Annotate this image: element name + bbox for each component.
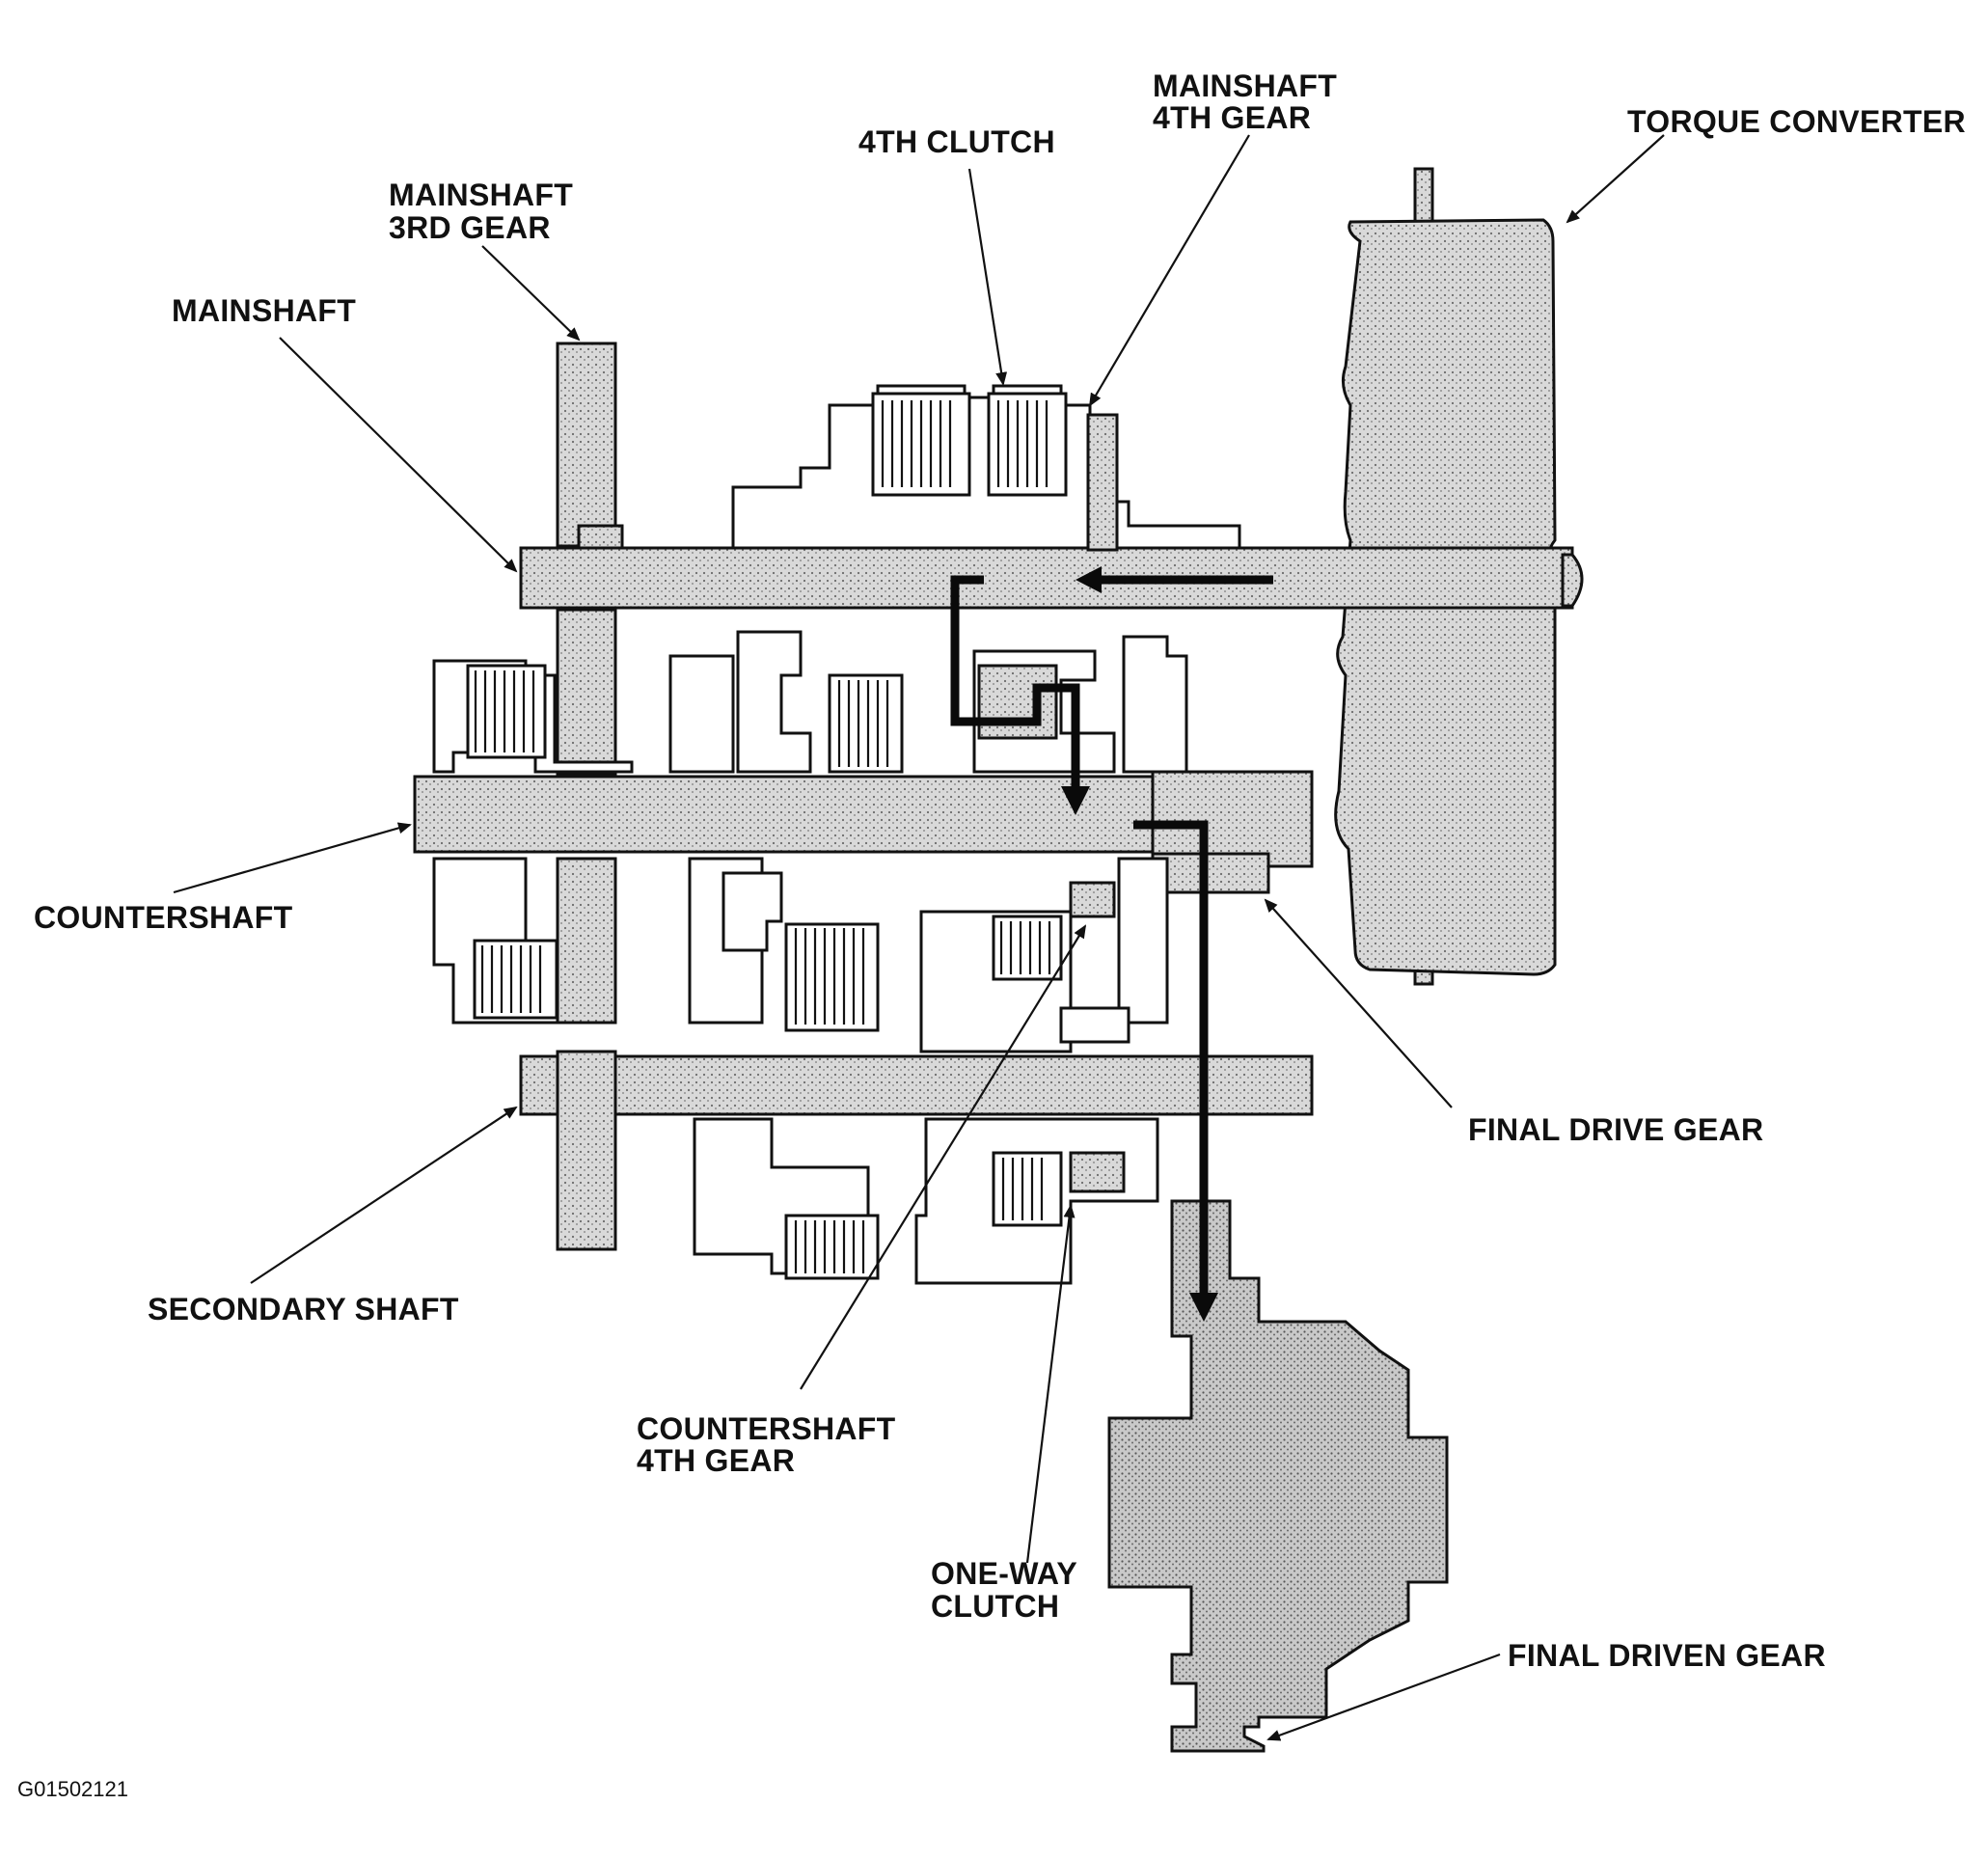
label-mainshaft-4th-gear-line1: MAINSHAFT xyxy=(1153,68,1337,103)
leader-4th-clutch xyxy=(967,168,1008,386)
mainshaft-upper-assembly xyxy=(731,384,1241,552)
label-one-way-clutch: ONE-WAY CLUTCH xyxy=(931,1556,1086,1624)
countershaft-4th-clutch-plates xyxy=(999,921,1051,974)
label-countershaft-4th-gear: COUNTERSHAFT 4TH GEAR xyxy=(637,1411,905,1478)
label-mainshaft-3rd-gear-line2: 3RD GEAR xyxy=(389,210,551,245)
label-one-way-clutch-line2: CLUTCH xyxy=(931,1589,1059,1624)
leader-final-drive-gear xyxy=(1264,898,1453,1108)
countershaft-clutch-plates-a xyxy=(480,945,542,1013)
leader-secondary-shaft xyxy=(250,1106,518,1284)
label-one-way-clutch-line1: ONE-WAY xyxy=(931,1556,1076,1591)
countershaft-lower-assembly xyxy=(432,857,1169,1053)
label-final-drive-gear: FINAL DRIVE GEAR xyxy=(1468,1112,1763,1147)
final-driven-gear xyxy=(1107,1199,1449,1753)
power-flow-path xyxy=(950,566,1273,1322)
figure-code: G01502121 xyxy=(17,1777,128,1801)
third-clutch-plates xyxy=(837,680,889,767)
label-secondary-shaft: SECONDARY SHAFT xyxy=(148,1292,459,1326)
leader-lines xyxy=(173,134,1665,1741)
mainshaft-3rd-gear xyxy=(556,342,624,776)
first-clutch-plates xyxy=(474,670,535,752)
label-countershaft: COUNTERSHAFT xyxy=(34,900,293,935)
leader-one-way-clutch xyxy=(1025,1204,1076,1564)
label-final-driven-gear: FINAL DRIVEN GEAR xyxy=(1508,1638,1826,1673)
label-countershaft-4th-gear-line2: 4TH GEAR xyxy=(637,1443,795,1478)
leader-mainshaft-3rd-gear xyxy=(481,245,581,342)
label-4th-clutch: 4TH CLUTCH xyxy=(858,124,1055,159)
secondary-clutch-plates xyxy=(794,1220,865,1273)
leader-mainshaft xyxy=(279,337,518,573)
leader-countershaft xyxy=(173,822,412,894)
label-countershaft-4th-gear-line1: COUNTERSHAFT xyxy=(637,1411,896,1446)
secondary-shaft-lower-assembly xyxy=(693,1117,1159,1285)
secondary-shaft xyxy=(519,1050,1314,1251)
label-mainshaft-3rd-gear: MAINSHAFT 3RD GEAR xyxy=(389,178,582,245)
one-way-clutch-rollers xyxy=(1001,1158,1044,1220)
label-torque-converter: TORQUE CONVERTER xyxy=(1627,104,1966,139)
mainshaft xyxy=(519,546,1584,610)
leader-mainshaft-4th-gear xyxy=(1088,134,1250,407)
label-mainshaft-3rd-gear-line1: MAINSHAFT xyxy=(389,178,573,212)
label-mainshaft: MAINSHAFT xyxy=(172,293,356,328)
label-mainshaft-4th-gear-line2: 4TH GEAR xyxy=(1153,100,1311,135)
leader-final-driven-gear xyxy=(1266,1653,1501,1741)
leader-torque-converter xyxy=(1566,134,1665,224)
label-mainshaft-4th-gear: MAINSHAFT 4TH GEAR xyxy=(1153,68,1346,135)
countershaft xyxy=(413,770,1314,894)
leader-countershaft-4th-gear xyxy=(800,924,1087,1390)
fourth-clutch-plates xyxy=(881,400,1048,487)
countershaft-clutch-plates-b xyxy=(794,928,865,1025)
